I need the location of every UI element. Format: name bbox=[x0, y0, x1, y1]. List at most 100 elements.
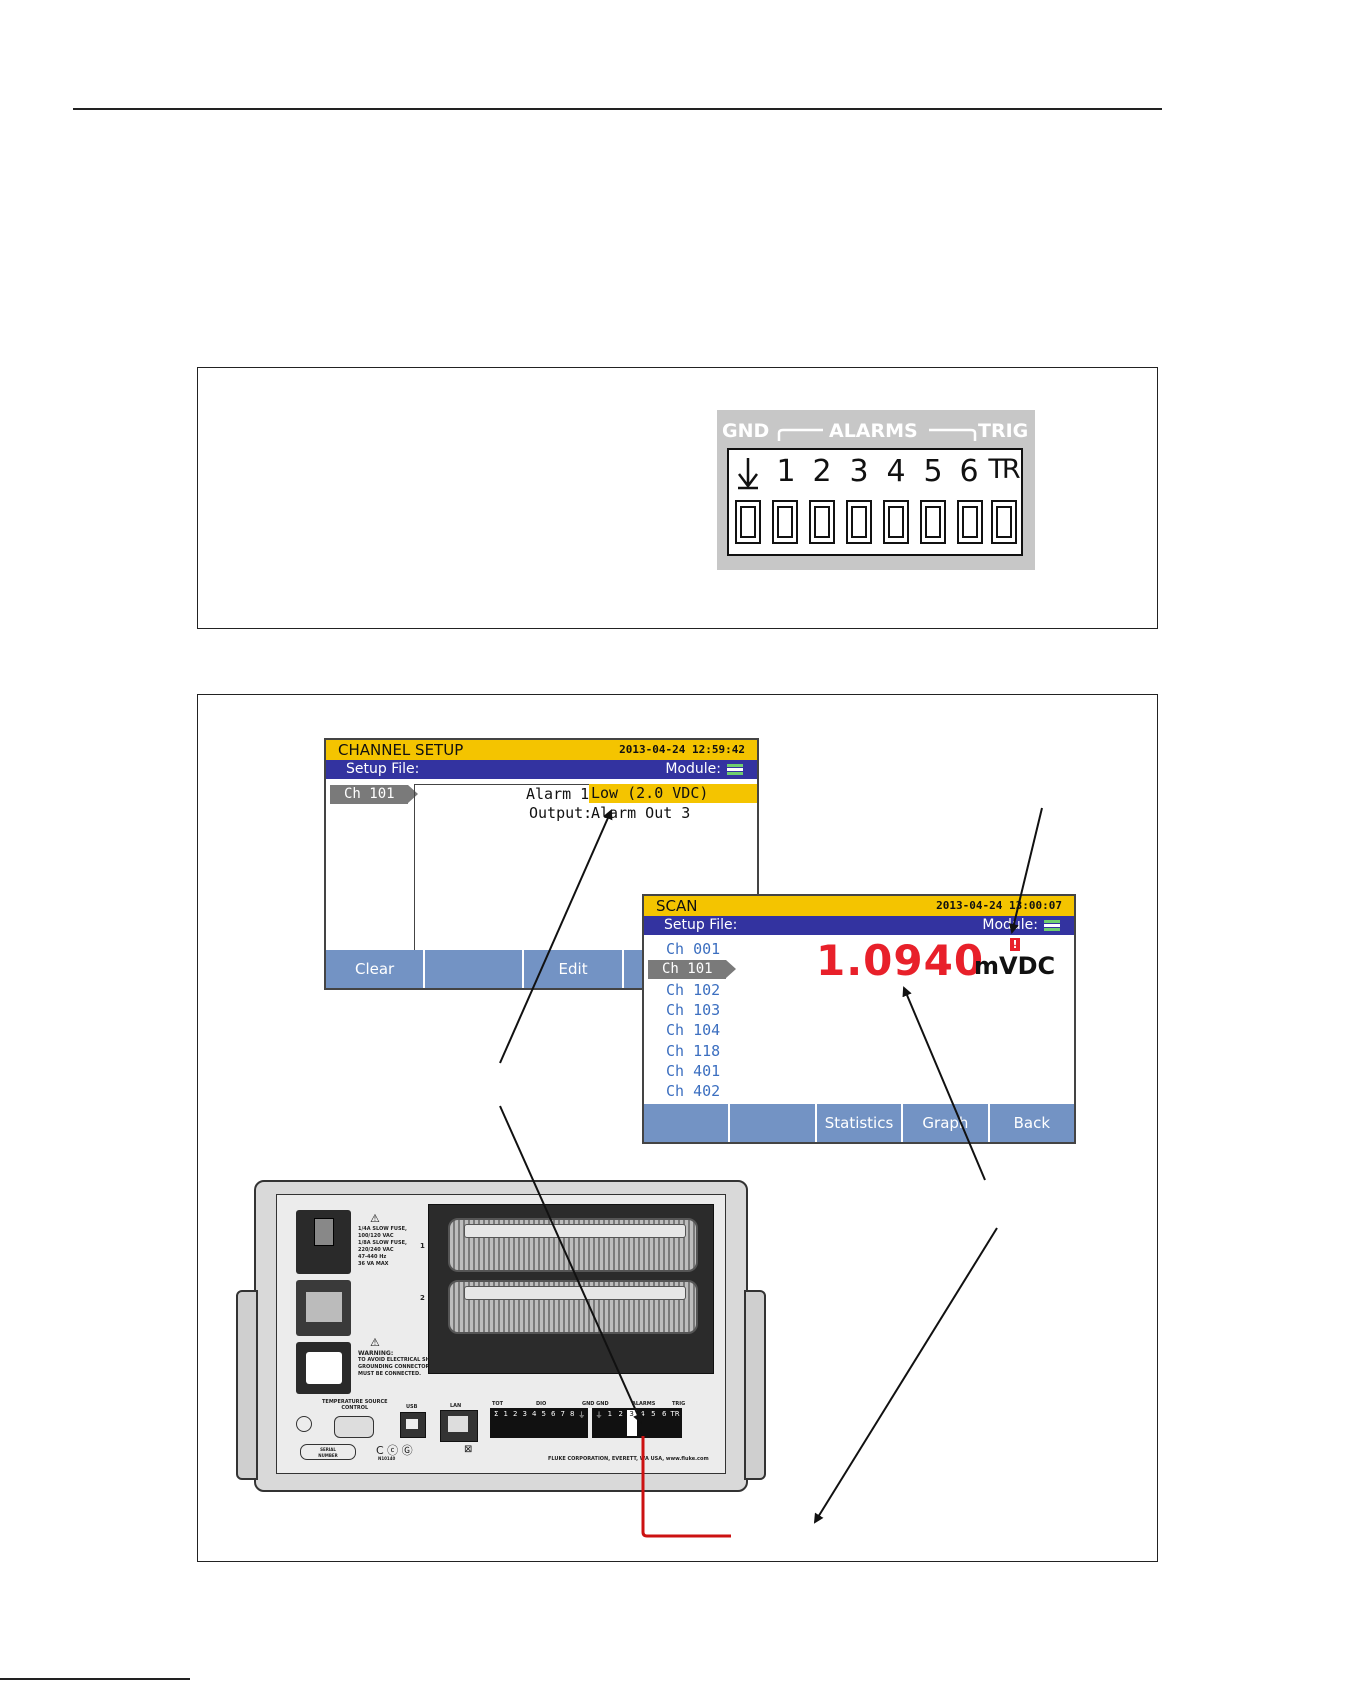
output-setting-value[interactable]: Alarm Out 3 bbox=[591, 804, 691, 822]
alarm-terminal: 4 bbox=[640, 1410, 645, 1418]
gnd-label: GND bbox=[722, 420, 770, 442]
fuse-line: 1/4A SLOW FUSE, bbox=[358, 1226, 407, 1232]
channel-list-item[interactable]: Ch 103 bbox=[666, 1001, 721, 1019]
terminal-label-4: 4 bbox=[886, 454, 906, 489]
channel-list-item[interactable]: Ch 104 bbox=[666, 1021, 721, 1039]
terminal-slot bbox=[883, 500, 909, 544]
serial-label-line: NUMBER bbox=[318, 1453, 338, 1458]
terminal-slot bbox=[957, 500, 983, 544]
channel-list-item[interactable]: Ch 001 bbox=[666, 940, 721, 958]
lan-port-inner bbox=[448, 1416, 468, 1432]
selected-channel-tag[interactable]: Ch 101 bbox=[648, 960, 736, 979]
alarms-bracket bbox=[777, 428, 977, 441]
temp-source-label: TEMPERATURE SOURCE CONTROL bbox=[322, 1399, 388, 1411]
dio-terminal: 8 bbox=[570, 1410, 575, 1418]
terminal-label-2: 2 bbox=[812, 454, 832, 489]
serial-label-line: SERIAL bbox=[320, 1447, 336, 1452]
terminal-label-5: 5 bbox=[923, 454, 943, 489]
ground-arrow-icon bbox=[738, 458, 758, 490]
page-header-rule bbox=[73, 108, 1162, 110]
terminal-slot bbox=[772, 500, 798, 544]
alarm-terminal: ⏚ bbox=[595, 1411, 603, 1419]
warning-line: GROUNDING CONNECTOR IN POWER CORD bbox=[358, 1364, 478, 1370]
ground-terminal-icon bbox=[296, 1416, 312, 1432]
softkey-graph[interactable]: Graph bbox=[903, 1104, 990, 1142]
module-handle-1 bbox=[464, 1224, 686, 1238]
alarm-terminal-block-rear: ⏚ 1 2 3 4 5 6 TR bbox=[592, 1408, 682, 1438]
selected-channel-tag[interactable]: Ch 101 bbox=[330, 785, 418, 804]
screen-title-bar: SCAN 2013-04-24 13:00:07 bbox=[644, 896, 1074, 916]
alarm-setting-value[interactable]: Low (2.0 VDC) bbox=[589, 784, 757, 803]
module-label: Module: bbox=[982, 917, 1038, 933]
right-handle bbox=[744, 1290, 766, 1480]
alarm-terminal: 6 bbox=[661, 1410, 667, 1418]
softkey-blank[interactable] bbox=[644, 1104, 731, 1142]
output-setting-label: Output: bbox=[529, 804, 593, 822]
softkey-back[interactable]: Back bbox=[989, 1104, 1074, 1142]
screen-datetime: 2013-04-24 12:59:42 bbox=[619, 743, 745, 756]
dio-terminal: 7 bbox=[560, 1410, 565, 1418]
channel-list-item[interactable]: Ch 102 bbox=[666, 981, 721, 999]
shock-warning-block: WARNING: TO AVOID ELECTRICAL SHOCK, GROU… bbox=[358, 1350, 477, 1378]
alarm-indicator-icon: ! bbox=[1010, 938, 1020, 951]
alarm-terminal: TR bbox=[670, 1410, 680, 1418]
tot-label: TOT bbox=[492, 1401, 504, 1407]
alarm-terminal: 1 bbox=[607, 1410, 613, 1418]
rear-alarms-label: ALARMS bbox=[632, 1401, 656, 1407]
softkey-blank[interactable] bbox=[425, 950, 525, 988]
rear-trig-label: TRIG bbox=[672, 1401, 686, 1407]
fuse-line: 220/240 VAC bbox=[358, 1247, 394, 1253]
fuse-slot-icon bbox=[314, 1218, 334, 1246]
dio-terminal: Σ bbox=[494, 1410, 499, 1418]
screen-datetime: 2013-04-24 13:00:07 bbox=[936, 899, 1062, 912]
usb-port bbox=[400, 1412, 426, 1438]
certification-marks-icon: C ⓒ Ⓖ bbox=[376, 1444, 413, 1457]
module-status-icon bbox=[727, 764, 743, 775]
usb-port-inner bbox=[406, 1419, 418, 1429]
softkey-statistics[interactable]: Statistics bbox=[816, 1104, 904, 1142]
softkey-edit[interactable]: Edit bbox=[524, 950, 624, 988]
softkey-clear[interactable]: Clear bbox=[326, 950, 426, 988]
fuse-line: 1/8A SLOW FUSE, bbox=[358, 1240, 407, 1246]
terminal-strip: 1 2 3 4 5 6 TR bbox=[727, 448, 1023, 556]
fuse-line: 100/120 VAC bbox=[358, 1233, 394, 1239]
channel-list-item[interactable]: Ch 401 bbox=[666, 1062, 721, 1080]
terminal-slot bbox=[735, 500, 761, 544]
softkey-blank[interactable] bbox=[730, 1104, 817, 1142]
temp-source-label-line: CONTROL bbox=[341, 1405, 369, 1411]
serial-number-plate: SERIAL NUMBER bbox=[300, 1444, 356, 1460]
dio-terminal: 6 bbox=[551, 1410, 556, 1418]
screen-title: CHANNEL SETUP bbox=[338, 741, 464, 759]
setup-file-label: Setup File: bbox=[664, 917, 738, 933]
lan-label: LAN bbox=[450, 1403, 462, 1409]
shock-warning-icon: ⚠ bbox=[370, 1336, 380, 1349]
dio-terminal: ⏚ bbox=[578, 1411, 586, 1419]
scan-screen: SCAN 2013-04-24 13:00:07 Setup File: Mod… bbox=[642, 894, 1076, 1144]
manufacturer-footer: FLUKE CORPORATION, EVERETT, WA USA, www.… bbox=[548, 1456, 709, 1462]
setup-file-bar: Setup File: Module: bbox=[644, 916, 1074, 935]
terminal-label-6: 6 bbox=[959, 454, 979, 489]
warning-title: WARNING: bbox=[358, 1350, 394, 1357]
terminal-slot bbox=[809, 500, 835, 544]
cert-number: N10140 bbox=[378, 1456, 396, 1461]
ac-inlet-socket-icon bbox=[306, 1352, 342, 1384]
terminal-label-tr: TR bbox=[988, 454, 1020, 485]
screen-title-bar: CHANNEL SETUP 2013-04-24 12:59:42 bbox=[326, 740, 757, 760]
channel-list-item[interactable]: Ch 402 bbox=[666, 1082, 721, 1100]
alarm-terminal-closeup: GND ALARMS TRIG 1 2 3 4 5 6 TR bbox=[717, 410, 1035, 570]
fuse-line: 47-440 Hz bbox=[358, 1254, 387, 1260]
alarms-label: ALARMS bbox=[829, 420, 918, 442]
page-footer-rule bbox=[0, 1678, 190, 1680]
trig-label: TRIG bbox=[978, 420, 1029, 442]
channel-list-item[interactable]: Ch 118 bbox=[666, 1042, 721, 1060]
measurement-reading: 1.0940 bbox=[816, 936, 985, 985]
terminal-label-1: 1 bbox=[776, 454, 796, 489]
dio-terminal: 4 bbox=[532, 1410, 537, 1418]
terminal-label-3: 3 bbox=[849, 454, 869, 489]
screen-title: SCAN bbox=[656, 897, 698, 915]
slot-number: 2 bbox=[420, 1294, 425, 1302]
weee-bin-icon: ⊠ bbox=[464, 1444, 473, 1455]
measurement-unit: mVDC bbox=[974, 952, 1056, 980]
instrument-rear-panel: ⚠ 1/4A SLOW FUSE, 100/120 VAC 1/8A SLOW … bbox=[236, 1180, 766, 1498]
dio-label: DIO bbox=[536, 1401, 547, 1407]
